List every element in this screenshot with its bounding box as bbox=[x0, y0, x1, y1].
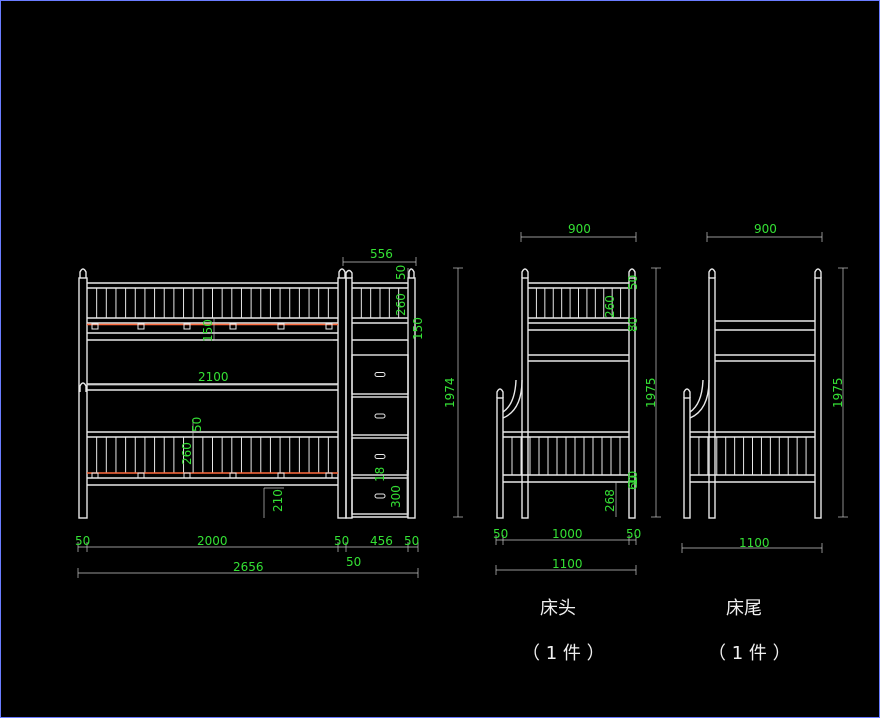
head-left-finial bbox=[521, 268, 529, 278]
foot-lower-balusters bbox=[698, 437, 807, 475]
dim-1974: 1974 bbox=[443, 377, 457, 408]
left-post-finial bbox=[79, 268, 87, 278]
dim-300: 300 bbox=[389, 485, 403, 508]
head-right-finial bbox=[628, 268, 636, 278]
lower-balusters bbox=[96, 437, 329, 473]
dim-50-d: 50 bbox=[346, 555, 361, 569]
foot-label: 床尾 bbox=[726, 598, 762, 619]
head-lower-balusters bbox=[511, 437, 621, 475]
dim-50-b: 50 bbox=[334, 534, 349, 548]
dim-50-top: 50 bbox=[394, 265, 408, 280]
foot-left-short-finial bbox=[683, 388, 691, 398]
middle-post bbox=[337, 277, 347, 519]
head-count: （ 1 件 ） bbox=[522, 643, 605, 664]
dim-556: 556 bbox=[370, 247, 393, 261]
slat-block bbox=[91, 323, 99, 330]
drawer-handle bbox=[374, 372, 386, 377]
head-dim-50-right: 50 bbox=[626, 527, 641, 541]
head-left-tall-post bbox=[521, 277, 529, 519]
foot-dim-900: 900 bbox=[754, 222, 777, 236]
head-dim-60: 60 bbox=[626, 475, 640, 490]
right-post bbox=[407, 277, 416, 519]
drawer-front bbox=[351, 477, 409, 515]
upper-balusters bbox=[96, 288, 329, 318]
head-dim-10: 10 bbox=[626, 471, 640, 486]
head-curve-inner bbox=[502, 379, 523, 419]
drawer-front bbox=[351, 396, 409, 436]
foot-right-finial bbox=[814, 268, 822, 278]
dim-260-right: 260 bbox=[394, 293, 408, 316]
head-dim-1100: 1100 bbox=[552, 557, 583, 571]
middle-post-2 bbox=[345, 277, 353, 519]
dim-50-mid: 50 bbox=[190, 417, 204, 432]
foot-curve-inner bbox=[689, 379, 710, 419]
foot-count: （ 1 件 ） bbox=[708, 643, 791, 664]
dim-2000: 2000 bbox=[197, 534, 228, 548]
foot-left-tall-post bbox=[708, 277, 716, 519]
dim-50-c: 50 bbox=[404, 534, 419, 548]
foot-right-post bbox=[814, 277, 822, 519]
cabinet-balusters bbox=[360, 288, 400, 318]
head-left-short-finial bbox=[496, 388, 504, 398]
left-post bbox=[78, 277, 88, 519]
head-left-short-post bbox=[496, 397, 504, 519]
dim-50-a: 50 bbox=[75, 534, 90, 548]
lower-slat-blocks bbox=[91, 472, 333, 479]
dim-150-right: 150 bbox=[411, 317, 425, 340]
right-post-finial bbox=[408, 268, 415, 278]
drawer-handle bbox=[374, 413, 386, 419]
foot-view: 900 1975 1100 床尾 （ 1 件 ） bbox=[681, 222, 848, 664]
head-dim-260: 260 bbox=[603, 295, 617, 318]
upper-slat-blocks bbox=[91, 323, 333, 330]
head-view: 900 260 50 80 1975 10 60 268 50 1000 50 … bbox=[493, 222, 661, 664]
head-dim-1975: 1975 bbox=[644, 377, 658, 408]
slat-block bbox=[183, 472, 191, 479]
dim-18: 18 bbox=[373, 467, 387, 482]
slat-block bbox=[229, 323, 237, 330]
dim-210: 210 bbox=[271, 489, 285, 512]
left-post-finial-lower bbox=[79, 382, 87, 392]
middle-post-2-finial bbox=[345, 269, 353, 278]
drawer-front bbox=[351, 354, 409, 395]
head-dim-900: 900 bbox=[568, 222, 591, 236]
front-view: 556 50 260 150 150 2100 50 260 18 300 21… bbox=[75, 247, 463, 578]
head-right-post bbox=[628, 277, 636, 519]
foot-dim-1975: 1975 bbox=[831, 377, 845, 408]
dim-2100: 2100 bbox=[198, 370, 229, 384]
slat-block bbox=[325, 323, 333, 330]
slat-block bbox=[229, 472, 237, 479]
head-upper-balusters bbox=[535, 288, 622, 318]
head-dim-1000: 1000 bbox=[552, 527, 583, 541]
dim-150-left: 150 bbox=[201, 319, 215, 342]
slat-block bbox=[277, 323, 285, 330]
slat-block bbox=[183, 323, 191, 330]
drawer-front bbox=[351, 437, 409, 476]
slat-block bbox=[277, 472, 285, 479]
drawer-handle bbox=[374, 493, 386, 499]
dim-2656: 2656 bbox=[233, 560, 264, 574]
foot-left-short-post bbox=[683, 397, 691, 519]
slat-block bbox=[137, 323, 145, 330]
drawer-handle bbox=[374, 454, 386, 459]
head-dim-50: 50 bbox=[626, 275, 640, 290]
head-dim-80: 80 bbox=[626, 317, 640, 332]
foot-left-finial bbox=[708, 268, 716, 278]
slat-block bbox=[91, 472, 99, 479]
head-label: 床头 bbox=[540, 598, 576, 619]
dim-260-left: 260 bbox=[180, 442, 194, 465]
head-dim-50-left: 50 bbox=[493, 527, 508, 541]
middle-post-finial bbox=[338, 268, 346, 278]
slat-block bbox=[325, 472, 333, 479]
dim-456: 456 bbox=[370, 534, 393, 548]
foot-dim-1100: 1100 bbox=[739, 536, 770, 550]
slat-block bbox=[137, 472, 145, 479]
head-dim-268: 268 bbox=[603, 489, 617, 512]
drawers bbox=[351, 354, 409, 515]
